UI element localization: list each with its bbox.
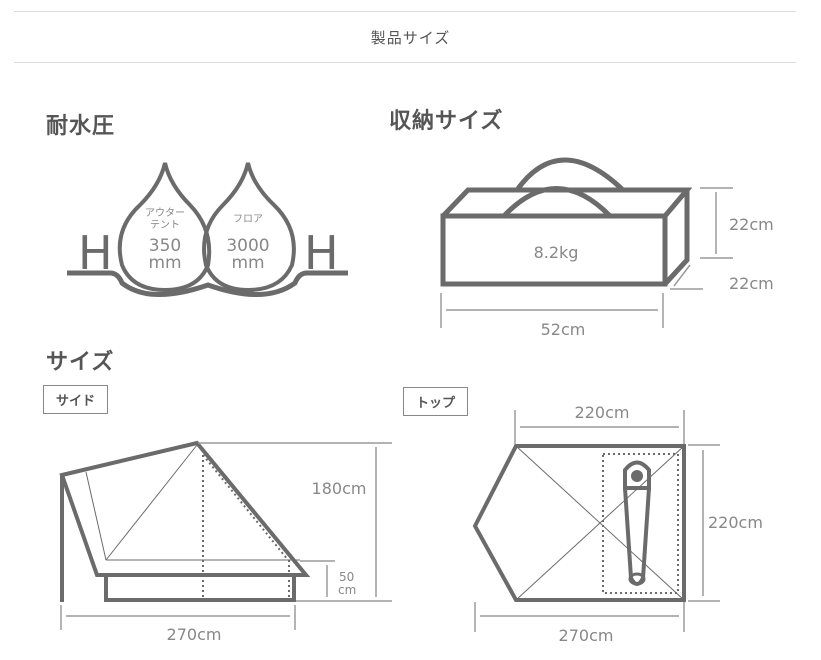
outer-tent-unit: mm <box>148 253 181 273</box>
floor-unit: mm <box>231 253 264 273</box>
top-divider <box>14 11 796 12</box>
storage-size-heading: 収納サイズ <box>389 109 504 134</box>
outer-tent-label-2: テント <box>150 220 180 231</box>
storage-width-label: 52cm <box>541 320 586 339</box>
top-width-label: 220cm <box>575 403 630 422</box>
size-heading: サイズ <box>46 350 115 375</box>
top-dimension-lines <box>474 410 720 632</box>
storage-height-label: 22cm <box>729 215 774 234</box>
storage-depth-label: 22cm <box>729 274 774 293</box>
water-resistance-heading: 耐水圧 <box>46 114 116 139</box>
side-length-label: 270cm <box>167 625 222 644</box>
floor-label: フロア <box>233 214 263 225</box>
storage-dimension-lines <box>440 187 733 328</box>
outer-tent-label-1: アウター <box>145 207 185 219</box>
h-right-label: H <box>304 226 339 280</box>
h-left-label: H <box>78 226 113 280</box>
floor-value: 3000 <box>226 236 269 256</box>
top-view-diagram <box>472 444 686 602</box>
weight-label: 8.2kg <box>534 243 579 262</box>
top-depth-label: 220cm <box>708 513 763 532</box>
storage-bag-diagram <box>440 157 693 287</box>
side-dimension-lines <box>60 442 392 630</box>
side-view-tag: サイド <box>43 385 109 414</box>
floor-height-unit: cm <box>338 583 356 597</box>
outer-tent-value: 350 <box>149 236 181 256</box>
side-height-label: 180cm <box>312 479 367 498</box>
side-view-diagram <box>59 440 311 602</box>
title-divider <box>14 62 796 63</box>
page-title: 製品サイズ <box>370 29 451 47</box>
floor-height-value: 50 <box>339 570 354 584</box>
top-length-label: 270cm <box>559 626 614 645</box>
water-drop-diagram <box>67 162 348 297</box>
top-view-tag: トップ <box>403 387 469 416</box>
